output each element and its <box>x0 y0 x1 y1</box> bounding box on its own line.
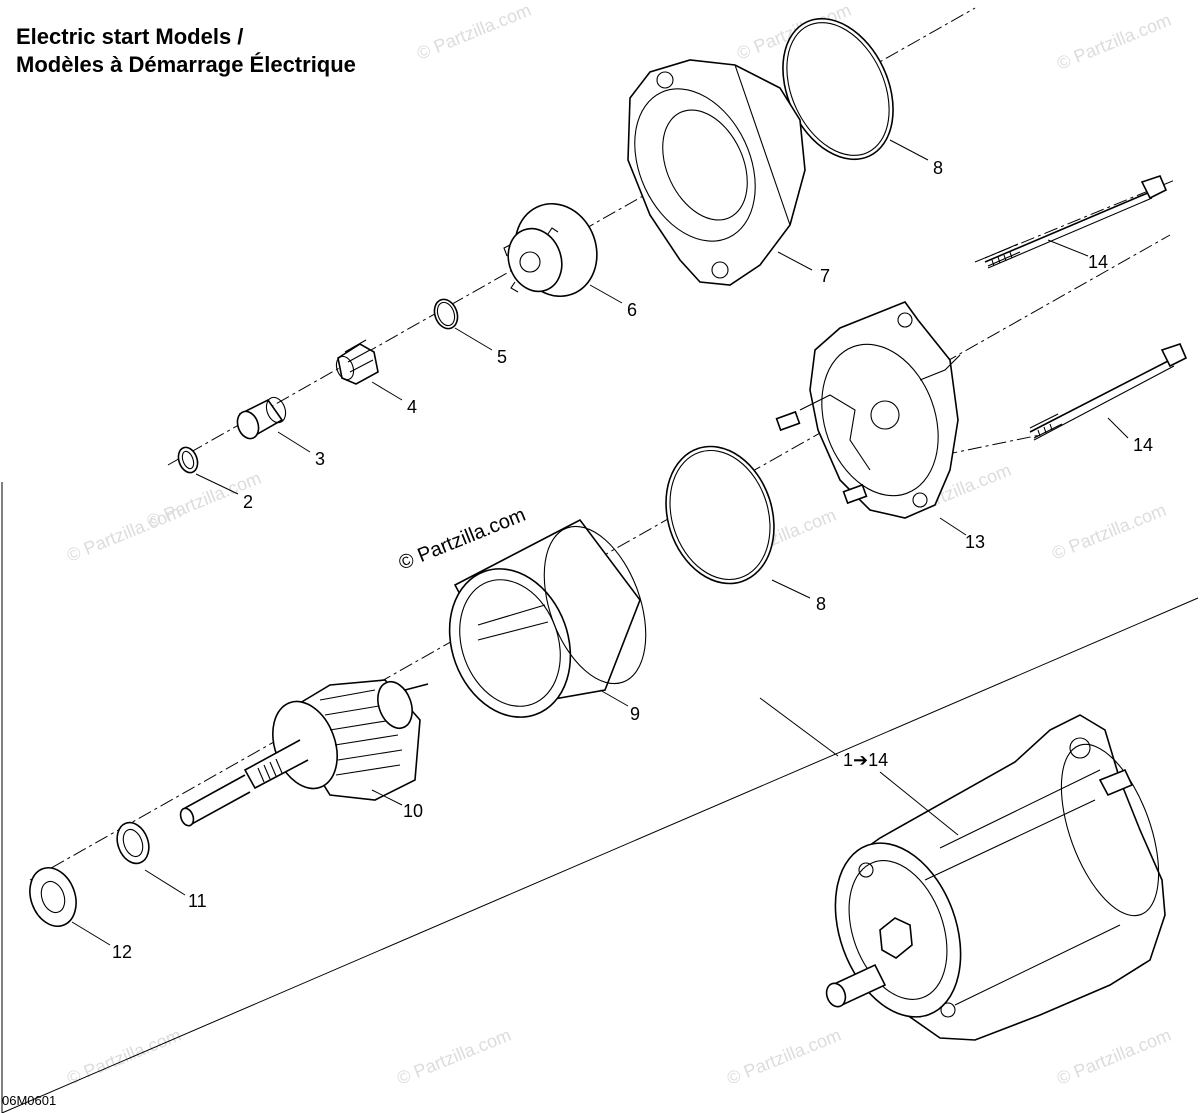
watermark: © Partzilla.com <box>1054 1025 1174 1089</box>
callout-6-pinion-gear: 6 <box>627 300 637 320</box>
callout-1-14-assembly: 1➔14 <box>843 750 888 770</box>
bolt-part-14-middle <box>1029 343 1188 441</box>
thrust-washer-part-12 <box>29 867 77 927</box>
armature-part-10 <box>179 679 429 827</box>
watermark: © Partzilla.com <box>1054 10 1174 74</box>
spring-collar-part-4 <box>335 339 379 385</box>
callout-labels: 8 7 6 5 4 3 2 14 14 13 8 9 10 11 12 1➔14 <box>112 158 1153 962</box>
callout-7-drive-housing: 7 <box>820 266 830 286</box>
assembly-axes <box>29 7 1176 881</box>
callout-8-upper-oring: 8 <box>933 158 943 178</box>
callout-12-thrust-washer: 12 <box>112 942 132 962</box>
callout-5-snap-ring: 5 <box>497 347 507 367</box>
diagram-title-english: Electric start Models / <box>16 24 244 49</box>
watermark: © Partzilla.com <box>394 1025 514 1089</box>
bolt-part-14-top <box>984 175 1168 269</box>
starter-assembly-complete <box>825 714 1166 1041</box>
lock-washer-part-11 <box>116 821 150 865</box>
callout-14-middle-bolt: 14 <box>1133 435 1153 455</box>
drive-housing-part-7 <box>627 59 806 286</box>
explosion-frame <box>1 482 1199 1113</box>
callout-14-upper-bolt: 14 <box>1088 252 1108 272</box>
diagram-title-french: Modèles à Démarrage Électrique <box>16 52 356 77</box>
watermark: © Partzilla.com <box>64 1025 184 1089</box>
end-cover-part-13 <box>775 301 961 519</box>
pinion-gear-part-6 <box>503 202 598 298</box>
o-ring-inner-edge <box>786 22 890 156</box>
o-ring-inner-edge <box>669 449 771 581</box>
snap-ring-part-5 <box>433 298 459 330</box>
o-ring-part-8-lower <box>665 445 775 585</box>
yoke-housing-part-9 <box>448 518 647 718</box>
washer-inner <box>181 450 195 470</box>
watermark: © Partzilla.com <box>1049 500 1169 564</box>
callout-8-lower-oring: 8 <box>816 594 826 614</box>
callout-11-lock-washer: 11 <box>188 891 207 911</box>
washer-part-2 <box>177 446 199 474</box>
diagram-code: 06M0601 <box>2 1093 57 1108</box>
watermark: © Partzilla.com <box>724 1025 844 1089</box>
snap-ring-inner <box>436 301 456 327</box>
callout-13-end-cover: 13 <box>965 532 985 552</box>
callout-9-yoke-housing: 9 <box>630 704 640 724</box>
callout-3-sleeve: 3 <box>315 449 325 469</box>
callout-4-spring-collar: 4 <box>407 397 417 417</box>
callout-10-armature: 10 <box>403 801 423 821</box>
sleeve-part-3 <box>236 396 287 440</box>
callout-2-washer: 2 <box>243 492 253 512</box>
leader-lines <box>71 139 1129 946</box>
watermark: © Partzilla.com <box>414 0 534 64</box>
